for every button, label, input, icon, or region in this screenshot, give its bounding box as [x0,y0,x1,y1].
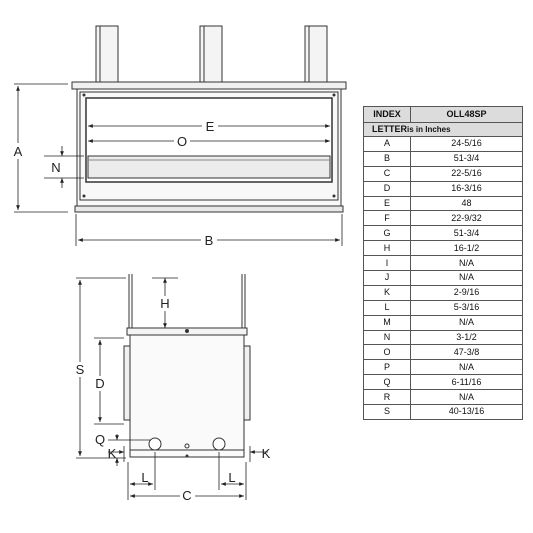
header-letter-unit: LETTERis in Inches [363,122,523,137]
row-letter: B [363,150,411,167]
row-value: N/A [410,255,523,272]
row-value: 47-3/8 [410,344,523,361]
row-letter: E [363,195,411,212]
side-body [129,334,245,458]
row-value: N/A [410,314,523,331]
row-value: 40-13/16 [410,404,523,420]
glass-strip [87,155,331,179]
side-view [123,274,251,458]
row-value: 2-9/16 [410,284,523,301]
top-flange [71,81,347,90]
label-a: A [14,144,23,159]
row-letter: O [363,344,411,361]
row-value: 22-9/32 [410,210,523,227]
label-n: N [51,160,60,175]
header-index: INDEX [363,106,411,123]
connection-hole-right [212,437,226,451]
row-value: 16-3/16 [410,180,523,197]
header-letter: LETTER [372,124,407,134]
header-model: OLL48SP [410,106,523,123]
row-value: 24-5/16 [410,136,523,152]
row-value: 51-3/4 [410,150,523,167]
header-unit: is in Inches [407,125,451,134]
label-b: B [205,233,214,248]
row-value: N/A [410,389,523,406]
row-value: 3-1/2 [410,329,523,346]
row-value: 5-3/16 [410,299,523,316]
front-labels: A B E O N [9,119,218,248]
row-letter: H [363,240,411,257]
label-k-left: K [108,446,117,461]
row-letter: K [363,284,411,301]
vent-pipes [95,25,328,83]
row-letter: D [363,180,411,197]
row-value: 51-3/4 [410,225,523,242]
row-letter: R [363,389,411,406]
row-letter: G [363,225,411,242]
label-k-right: K [262,446,271,461]
row-value: 48 [410,195,523,212]
label-h: H [160,296,169,311]
label-o: O [177,134,187,149]
row-letter: A [363,136,411,152]
label-q: Q [95,432,105,447]
table-subheader-row: LETTERis in Inches [363,122,523,137]
label-e: E [206,119,215,134]
label-d: D [95,376,104,391]
connection-hole-left [148,437,162,451]
row-letter: C [363,165,411,182]
row-letter: I [363,255,411,272]
row-letter: F [363,210,411,227]
row-value: 6-11/16 [410,374,523,391]
row-letter: L [363,299,411,316]
base-plate [74,205,344,213]
row-letter: S [363,404,411,420]
row-value: 22-5/16 [410,165,523,182]
table-header-row: INDEX OLL48SP [363,106,523,123]
label-c: C [182,488,191,503]
side-labels: H S D Q K K L L C [73,296,271,503]
label-s: S [76,362,85,377]
label-l-right: L [228,470,235,485]
row-value: N/A [410,359,523,376]
row-value: 16-1/2 [410,240,523,257]
row-letter: N [363,329,411,346]
label-l-left: L [141,470,148,485]
row-letter: J [363,270,411,286]
row-letter: P [363,359,411,376]
row-letter: Q [363,374,411,391]
row-value: N/A [410,270,523,286]
row-letter: M [363,314,411,331]
